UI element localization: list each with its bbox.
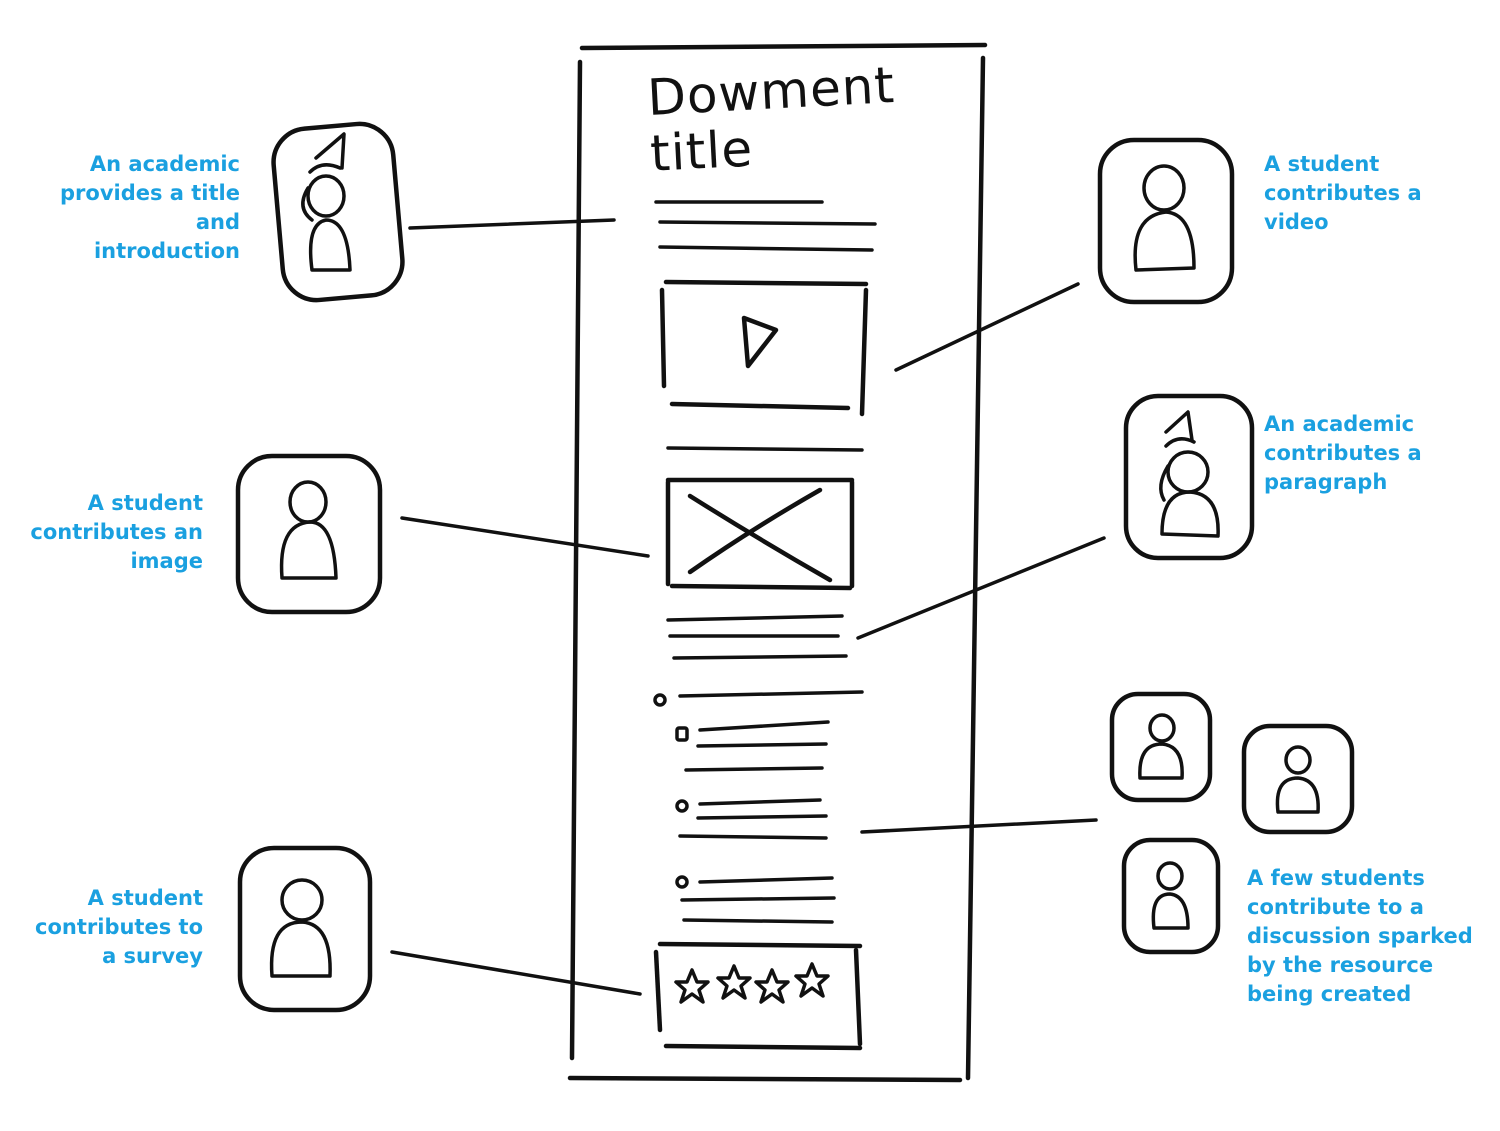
connector-lines bbox=[390, 218, 1106, 996]
student-avatar-icon bbox=[1241, 723, 1355, 835]
student-avatar-icon bbox=[235, 453, 383, 615]
label-student-image: A student contributes an image bbox=[30, 491, 203, 573]
document-title: Dowment title bbox=[645, 56, 897, 183]
student-avatar-icon bbox=[1121, 837, 1221, 955]
star-icon bbox=[716, 964, 752, 1000]
label-students-discussion: A few students contribute to a discussio… bbox=[1247, 866, 1473, 1006]
star-icon bbox=[794, 962, 830, 998]
academic-avatar-icon bbox=[271, 121, 405, 303]
divider-line bbox=[666, 446, 864, 452]
document-frame bbox=[567, 42, 988, 1083]
student-avatar-icon bbox=[237, 845, 373, 1013]
video-block bbox=[659, 279, 869, 417]
label-student-video: A student contributes a video bbox=[1264, 152, 1422, 234]
image-block bbox=[665, 477, 855, 591]
student-avatar-icon bbox=[1109, 691, 1213, 803]
label-student-survey: A student contributes to a survey bbox=[35, 886, 203, 968]
label-academic-paragraph: An academic contributes a paragraph bbox=[1264, 412, 1422, 494]
survey-block bbox=[653, 941, 863, 1051]
paragraph-lines bbox=[666, 614, 848, 660]
intro-text-lines bbox=[654, 200, 877, 252]
student-avatar-icon bbox=[1097, 137, 1235, 305]
star-icon bbox=[754, 968, 790, 1004]
play-icon bbox=[741, 315, 779, 369]
discussion-list bbox=[653, 690, 864, 924]
label-academic-title-intro: An academic provides a title and introdu… bbox=[60, 152, 240, 263]
star-icon bbox=[674, 968, 710, 1004]
academic-avatar-icon bbox=[1123, 393, 1255, 561]
